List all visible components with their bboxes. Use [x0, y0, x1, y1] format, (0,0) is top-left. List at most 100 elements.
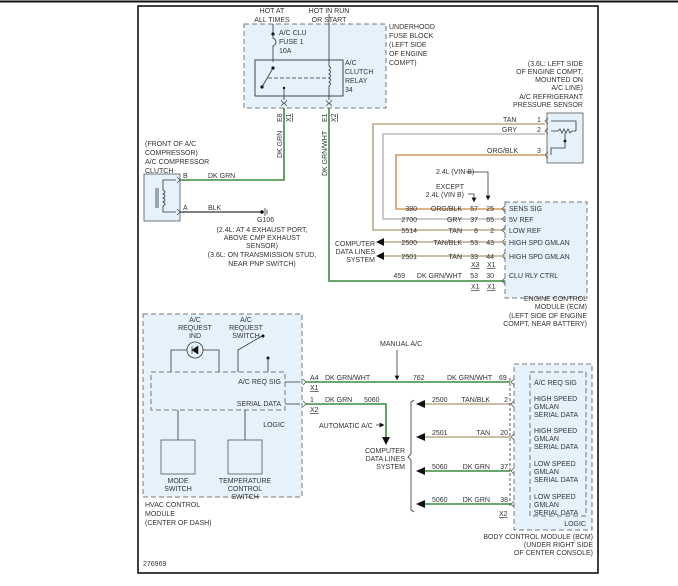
bcm-wire-color: DK GRN — [463, 497, 490, 504]
hvac-pin-1: 1 — [310, 397, 314, 404]
hvac-conn-x1: X1 — [310, 385, 319, 392]
relay-coil-icon — [328, 60, 331, 100]
hvac-serial-data: SERIAL DATA — [237, 401, 282, 408]
wire-dk-grn-wht-relay-ctrl — [328, 108, 505, 282]
sensor-wire-2-color: GRY — [502, 127, 517, 134]
bcm-pin: 38 — [500, 497, 508, 504]
ecm-wire-color: TAN — [449, 254, 462, 261]
fuse-block-box — [243, 23, 387, 109]
manual-ac-label: MANUAL A/C — [380, 341, 422, 348]
hvac-req-sig: A/C REQ SIG — [238, 379, 281, 386]
wire-dk-grn-clutch — [160, 108, 285, 181]
sensor-wire-1-color: TAN — [503, 117, 516, 124]
ecm-conn-row1-a: X3 — [471, 262, 480, 269]
ground-location: (2.4L: AT 4 EXHAUST PORT,ABOVE CMP EXHAU… — [208, 227, 316, 268]
relay-switch-contact — [261, 67, 274, 88]
data-lines-brace — [407, 399, 415, 513]
sensor-wire-3-color: ORG/BLK — [487, 148, 518, 155]
bcm-pin: 2 — [504, 397, 508, 404]
bcm-sig-0: A/C REQ SIG — [534, 380, 577, 387]
arrow-ecm-gmlan-2 — [376, 252, 384, 260]
req-wire-circuit: 762 — [413, 375, 425, 382]
ecm-wire-color: TAN/BLK — [433, 240, 462, 247]
ecm-conn-row2-b: X1 — [487, 284, 496, 291]
req-wire-pin: 69 — [499, 375, 507, 382]
wire-org-blk-sens-sig — [395, 154, 545, 210]
ecm-circuit: 5514 — [401, 228, 417, 235]
mode-switch-box — [160, 439, 196, 475]
bcm-pin: 37 — [500, 464, 508, 471]
switch-icon — [237, 335, 263, 372]
ecm-pin-b: 65 — [486, 217, 494, 224]
bcm-pin: 20 — [500, 430, 508, 437]
ecm-circuit: 2500 — [401, 240, 417, 247]
bcm-wire-color: DK GRN — [463, 464, 490, 471]
arrow-ecm-gmlan-1 — [376, 238, 384, 246]
wire-tan-low-ref — [372, 123, 545, 231]
req-wire-left: DK GRN/WHT — [325, 375, 371, 382]
ser-wire-circuit: 5060 — [364, 397, 380, 404]
variant-2-4l: 2.4L (VIN B) — [436, 169, 474, 176]
ecm-conn-row1-b: X1 — [487, 262, 496, 269]
ecm-signal: 5V REF — [509, 217, 534, 224]
pin-b: B — [183, 173, 188, 180]
fuse-icon — [272, 34, 277, 52]
ground-label: G106 — [257, 217, 274, 224]
ecm-pin-a: 8 — [474, 228, 478, 235]
hvac-pin-a4: A4 — [310, 375, 319, 382]
bcm-wire-color: TAN — [477, 430, 490, 437]
potentiometer-icon — [551, 128, 576, 134]
bcm-circuit: 5060 — [432, 464, 448, 471]
arrow-hvac-data — [382, 437, 390, 445]
conn-x1: X1 — [286, 113, 293, 122]
bcm-bus-arrow — [416, 500, 425, 508]
conn-x2: X2 — [331, 113, 338, 122]
ecm-wire-color: ORG/BLK — [431, 206, 462, 213]
ecm-signal: SENS SIG — [509, 206, 542, 213]
ecm-pin-b: 44 — [486, 254, 494, 261]
req-wire-right: DK GRN/WHT — [447, 375, 493, 382]
ecm-conn-row2-a: X1 — [471, 284, 480, 291]
wire-label-dk-grn-wht-vertical: DK GRN/WHT — [322, 130, 329, 176]
ecm-pin-b: 30 — [486, 273, 494, 280]
ecm-pin-a: 53 — [470, 240, 478, 247]
ecm-circuit: 2501 — [401, 254, 417, 261]
hvac-conn-x2: X2 — [310, 407, 319, 414]
diagram-frame — [137, 5, 599, 574]
wire-serial-data-hvac — [306, 403, 387, 438]
sensor-wire-2-pin: 2 — [537, 127, 541, 134]
figure-id: 276969 — [143, 561, 166, 568]
ecm-pin-a: 33 — [470, 254, 478, 261]
ecm-pin-b: 25 — [486, 206, 494, 213]
ecm-signal: HIGH SPD GMLAN — [509, 254, 570, 261]
relay-box — [254, 59, 344, 97]
wire-gry-5v-ref — [382, 133, 545, 220]
ecm-circuit: 459 — [393, 273, 405, 280]
ecm-pin-a: 57 — [470, 206, 478, 213]
ecm-wire-color: TAN — [449, 228, 462, 235]
pin-e8: E8 — [277, 113, 284, 122]
bcm-circuit: 2500 — [432, 397, 448, 404]
wire-label-dk-grn-vertical: DK GRN — [277, 131, 284, 158]
pin-a: A — [183, 205, 188, 212]
